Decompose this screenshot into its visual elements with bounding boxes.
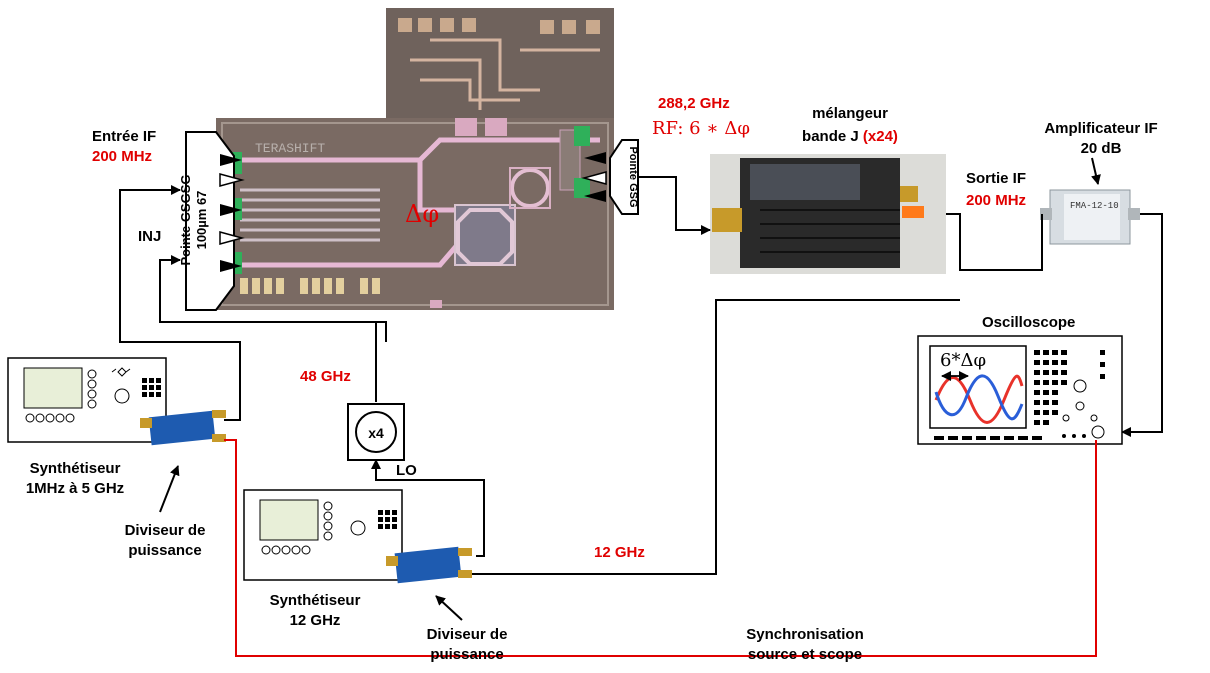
sortie-if-frequency: 200 MHz <box>966 192 1026 210</box>
if-amplifier: FMA-12-10 <box>1040 190 1140 244</box>
splitter2-title-1: Diviseur de <box>412 626 522 644</box>
gsgsg-probe-label: Pointe GSGSG 100µm 67 <box>178 150 222 290</box>
entree-if-label: Entrée IF <box>92 128 156 146</box>
entree-if-frequency: 200 MHz <box>92 148 152 166</box>
synth1-title-1: Synthétiseur <box>10 460 140 478</box>
rf-label: RF: 6 ∗ Δφ <box>652 118 750 140</box>
oscilloscope-label: Oscilloscope <box>982 314 1075 332</box>
sync-label-1: Synchronisation <box>730 626 880 644</box>
synth2-title-1: Synthétiseur <box>250 592 380 610</box>
delta-phi-label: Δφ <box>405 200 439 228</box>
mixer-title-1: mélangeur <box>790 105 910 123</box>
svg-text:TERASHIFT: TERASHIFT <box>255 141 325 156</box>
lo-label: LO <box>396 462 417 480</box>
synthesizer-2 <box>244 490 402 580</box>
freq-48ghz: 48 GHz <box>300 368 351 386</box>
synth1-title-2: 1MHz à 5 GHz <box>10 480 140 498</box>
freq-12ghz: 12 GHz <box>594 544 645 562</box>
inj-label: INJ <box>138 228 161 246</box>
synthesizer-1 <box>8 358 166 442</box>
amp-title-2: 20 dB <box>1026 140 1176 158</box>
sync-label-2: source et scope <box>730 646 880 664</box>
synth2-title-2: 12 GHz <box>250 612 380 630</box>
oscilloscope-phase-label: 6*Δφ <box>940 350 986 372</box>
mixer-title-2: bande J (x24) <box>760 128 940 146</box>
splitter1-title-1: Diviseur de <box>110 522 220 540</box>
sortie-if-label: Sortie IF <box>966 170 1026 188</box>
gsg-probe-label: Pointe GSG <box>621 129 639 225</box>
amp-title-1: Amplificateur IF <box>1026 120 1176 138</box>
svg-text:FMA-12-10: FMA-12-10 <box>1070 201 1119 211</box>
splitter1-title-2: puissance <box>110 542 220 560</box>
chip-micrograph: TERASHIFT <box>216 8 614 310</box>
splitter2-title-2: puissance <box>412 646 522 664</box>
mixer-photo <box>710 154 946 274</box>
rf-frequency: 288,2 GHz <box>658 95 730 113</box>
x4-label: x4 <box>356 424 396 442</box>
